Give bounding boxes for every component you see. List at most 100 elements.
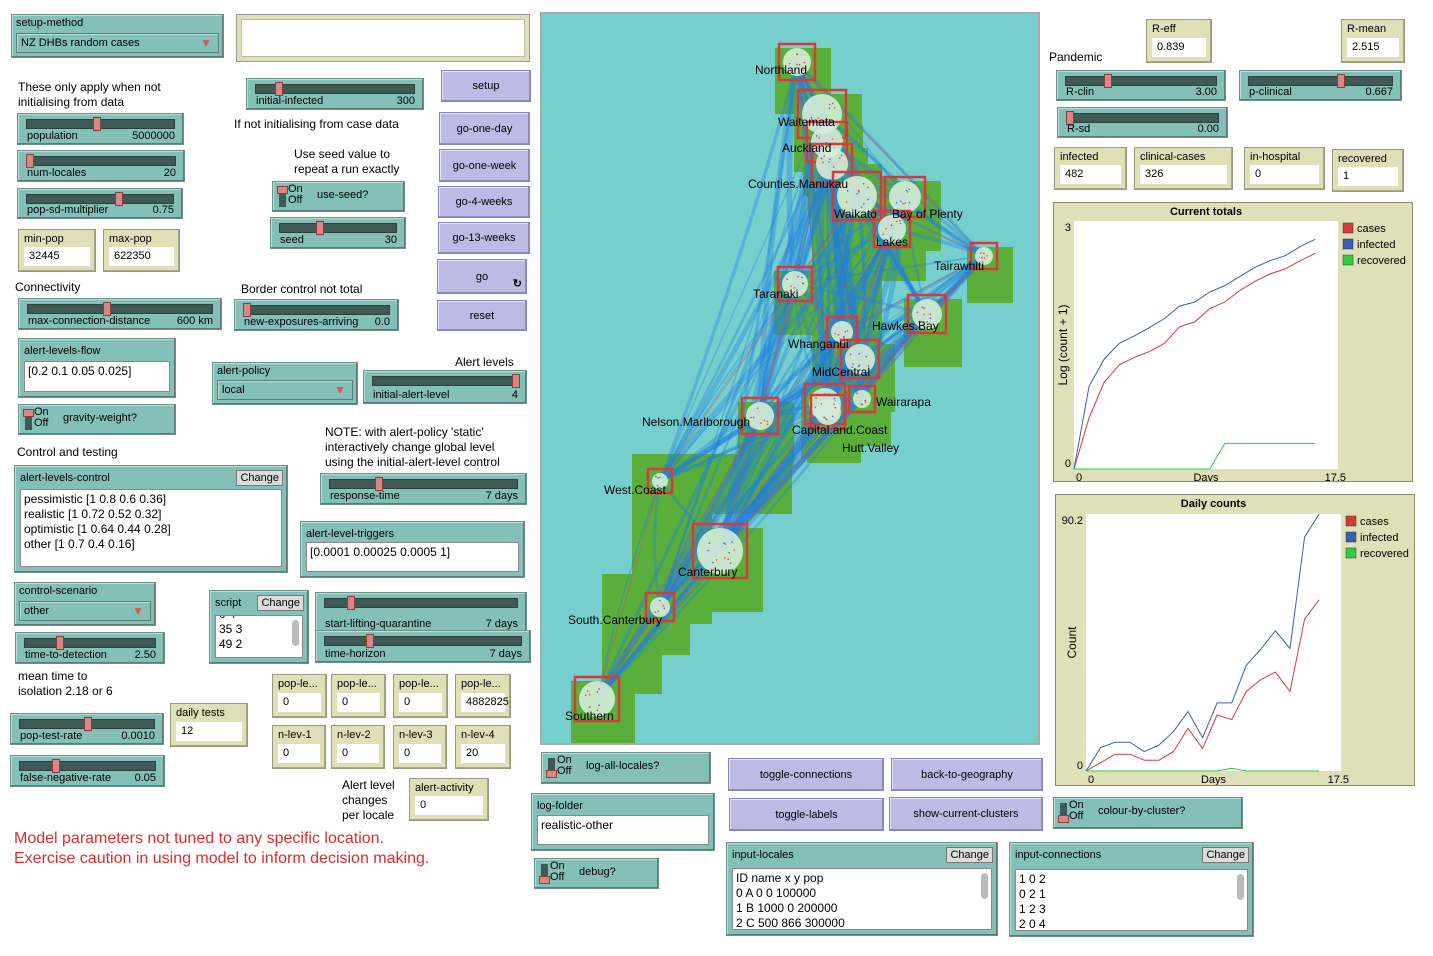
switch-knob[interactable] (1058, 815, 1069, 823)
switch-knob[interactable] (546, 770, 557, 778)
slider-track[interactable] (1065, 76, 1217, 86)
slider-thumb[interactable] (1104, 74, 1113, 88)
slider-track[interactable] (279, 223, 397, 233)
slider-track[interactable] (255, 84, 415, 94)
change-button[interactable]: Change (946, 847, 993, 863)
scrollbar[interactable] (1237, 874, 1244, 900)
go-one-day-button[interactable]: go-one-day (439, 112, 530, 145)
go-4-weeks-button[interactable]: go-4-weeks (438, 186, 530, 218)
switch-rail[interactable] (541, 864, 548, 884)
slider-thumb[interactable] (512, 374, 520, 388)
slider-thumb[interactable] (55, 636, 64, 650)
go-button[interactable]: go↻ (437, 259, 527, 294)
slider-track[interactable] (243, 305, 390, 315)
switch-knob[interactable] (539, 876, 550, 884)
chooser-select[interactable]: local▼ (217, 380, 353, 400)
switch-rail[interactable] (548, 758, 555, 778)
scrollbar[interactable] (981, 873, 988, 899)
slider-track[interactable] (372, 376, 518, 386)
slider-track[interactable] (1248, 76, 1393, 86)
slider-track[interactable] (26, 194, 174, 204)
change-button[interactable]: Change (1202, 847, 1249, 863)
slider-track[interactable] (27, 304, 213, 314)
slider-track[interactable] (329, 479, 518, 489)
switch-knob[interactable] (23, 409, 34, 417)
slider-thumb[interactable] (115, 192, 124, 206)
world-map[interactable]: NorthlandWaitemataAucklandCounties.Manuk… (542, 14, 1038, 743)
scrollbar[interactable] (292, 620, 299, 646)
alert-levels-flow-input[interactable]: alert-levels-flow[0.2 0.1 0.05 0.025] (18, 338, 176, 398)
toggle-connections-button[interactable]: toggle-connections (728, 758, 884, 791)
slider-track[interactable] (1066, 113, 1219, 123)
script-input[interactable]: scriptChange0 435 349 2 (209, 590, 309, 664)
slider-thumb[interactable] (102, 302, 111, 316)
input-text-area[interactable]: pessimistic [1 0.8 0.6 0.36]realistic [1… (20, 489, 282, 567)
slider-track[interactable] (24, 638, 156, 648)
slider-track[interactable] (19, 761, 156, 771)
toggle-labels-button[interactable]: toggle-labels (729, 798, 884, 831)
slider-thumb[interactable] (93, 117, 102, 131)
slider-thumb[interactable] (346, 596, 355, 610)
input-text-area[interactable]: [0.2 0.1 0.05 0.025] (24, 361, 170, 392)
input-text-area[interactable]: [0.0001 0.00025 0.0005 1] (306, 542, 519, 572)
slider-thumb[interactable] (315, 221, 324, 235)
chooser-select[interactable]: other▼ (19, 601, 151, 621)
alert-level-triggers-input[interactable]: alert-level-triggers[0.0001 0.00025 0.00… (300, 521, 525, 578)
slider-track[interactable] (26, 156, 176, 166)
input-text-area[interactable]: realistic-other (537, 815, 709, 845)
switch-rail[interactable] (279, 187, 286, 207)
slider-thumb[interactable] (1336, 74, 1345, 88)
setup-button[interactable]: setup (441, 70, 531, 102)
slider-thumb[interactable] (275, 82, 284, 96)
go-one-week-button[interactable]: go-one-week (439, 149, 530, 182)
slider-thumb[interactable] (1066, 111, 1074, 125)
reset-button[interactable]: reset (437, 300, 527, 331)
input-text-area[interactable]: 0 435 349 2 (215, 615, 303, 658)
go-13-weeks-button[interactable]: go-13-weeks (438, 222, 530, 254)
slider-track[interactable] (324, 636, 522, 646)
slider-thumb[interactable] (243, 303, 251, 317)
change-button[interactable]: Change (236, 470, 283, 486)
switch-knob[interactable] (277, 186, 288, 194)
slider-thumb[interactable] (51, 759, 60, 773)
chooser-select[interactable]: NZ DHBs random cases▼ (16, 33, 219, 53)
switch-rail[interactable] (1060, 803, 1067, 823)
change-button[interactable]: Change (257, 595, 304, 611)
slider-thumb[interactable] (374, 477, 383, 491)
show-current-clusters-button[interactable]: show-current-clusters (889, 797, 1043, 831)
slider-thumb[interactable] (366, 634, 375, 648)
slider-thumb[interactable] (26, 154, 34, 168)
switch-rail[interactable] (25, 410, 32, 430)
back-to-geography-button[interactable]: back-to-geography (891, 758, 1043, 791)
